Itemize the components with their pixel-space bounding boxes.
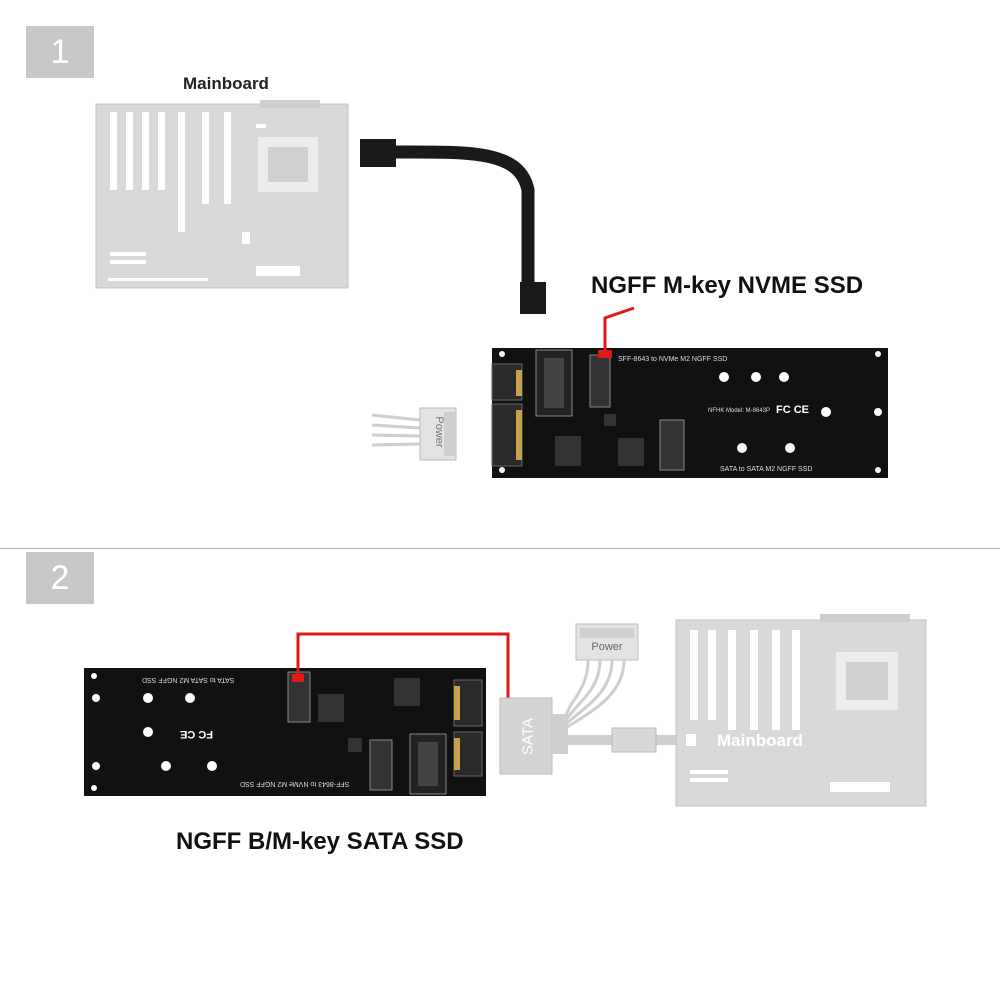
mainboard-2 — [675, 614, 927, 807]
card2-marks: FC CE — [180, 728, 213, 740]
sata-connector-label: SATA — [519, 718, 537, 755]
power-label-2: Power — [591, 641, 623, 653]
sata-connector — [499, 697, 676, 775]
nvme-pointer — [598, 306, 635, 358]
card1-marks: FC CE — [776, 404, 809, 416]
adapter-card-1 — [491, 348, 888, 478]
nvme-ssd-label: NGFF M-key NVME SSD — [591, 272, 864, 299]
mainboard-1 — [95, 100, 349, 289]
card1-model: NFHK Model: M-8643P — [708, 408, 771, 414]
card1-bottom-text: SATA to SATA M2 NGFF SSD — [720, 466, 813, 473]
card2-bottom-text: SFF-8643 to NVMe M2 NGFF SSD — [240, 780, 350, 787]
mainboard-1-label: Mainboard — [183, 74, 269, 93]
step-1-badge: 1 — [26, 26, 94, 78]
sata-pointer — [292, 632, 510, 700]
power-label-1: Power — [433, 416, 445, 448]
sata-ssd-label: NGFF B/M-key SATA SSD — [176, 828, 464, 855]
card1-top-text: SFF-8643 to NVMe M2 NGFF SSD — [618, 356, 728, 363]
mainboard-2-label: Mainboard — [717, 731, 803, 750]
card2-top-text: SATA to SATA M2 NGFF SSD — [142, 676, 235, 683]
sff-8643-cable — [360, 139, 546, 314]
section-divider — [0, 548, 1000, 549]
step-2-badge: 2 — [26, 552, 94, 604]
power-cable-2 — [564, 623, 639, 730]
adapter-card-2 — [84, 668, 486, 796]
power-cable-1 — [371, 407, 457, 461]
